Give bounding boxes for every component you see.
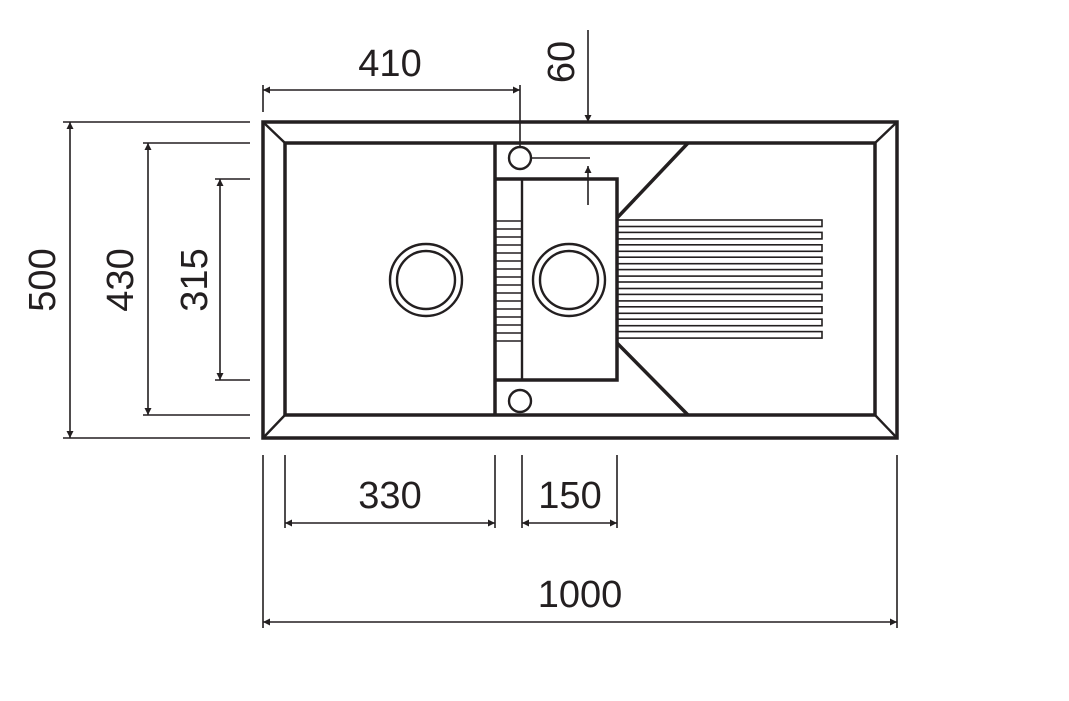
dimension-label: 410 xyxy=(358,43,421,85)
dimension-500: 500 xyxy=(22,121,250,439)
drainer-rib xyxy=(616,244,823,253)
tap-holes xyxy=(507,145,533,414)
drainer-rib xyxy=(616,219,823,228)
dimension-1000: 1000 xyxy=(262,455,898,628)
drainer-rib xyxy=(616,256,823,265)
drainer-rib xyxy=(616,318,823,327)
dimension-label: 430 xyxy=(100,248,142,311)
dimension-410: 410 xyxy=(262,43,521,147)
dimension-label: 315 xyxy=(174,248,216,311)
drainer-rib xyxy=(616,305,823,315)
drainer-rib xyxy=(616,293,823,302)
dimension-label: 330 xyxy=(358,475,421,517)
drainer-rib xyxy=(616,231,823,240)
side-ribs xyxy=(495,220,522,342)
drainer-rib xyxy=(616,281,823,290)
main-bowl-drain xyxy=(388,242,464,318)
drainer xyxy=(615,141,823,417)
drainer-ribs xyxy=(616,219,823,339)
dimension-label: 60 xyxy=(541,41,583,83)
tap-hole-top xyxy=(507,145,533,171)
dimension-label: 1000 xyxy=(538,574,623,616)
dimension-label: 500 xyxy=(22,248,64,311)
small-bowl-drain xyxy=(531,242,607,318)
sink-outline xyxy=(261,120,899,440)
drainer-rib xyxy=(616,268,823,277)
tap-hole-bottom xyxy=(507,388,533,414)
main-bowl xyxy=(388,143,497,415)
small-bowl xyxy=(495,177,619,382)
dimension-330: 330 xyxy=(284,455,496,528)
drainer-rib xyxy=(616,330,823,339)
dimension-150: 150 xyxy=(521,455,618,528)
dimension-label: 150 xyxy=(538,475,601,517)
dimension-60: 60 xyxy=(531,30,592,205)
dimension-315: 315 xyxy=(174,178,250,381)
dimension-430: 430 xyxy=(100,142,250,416)
